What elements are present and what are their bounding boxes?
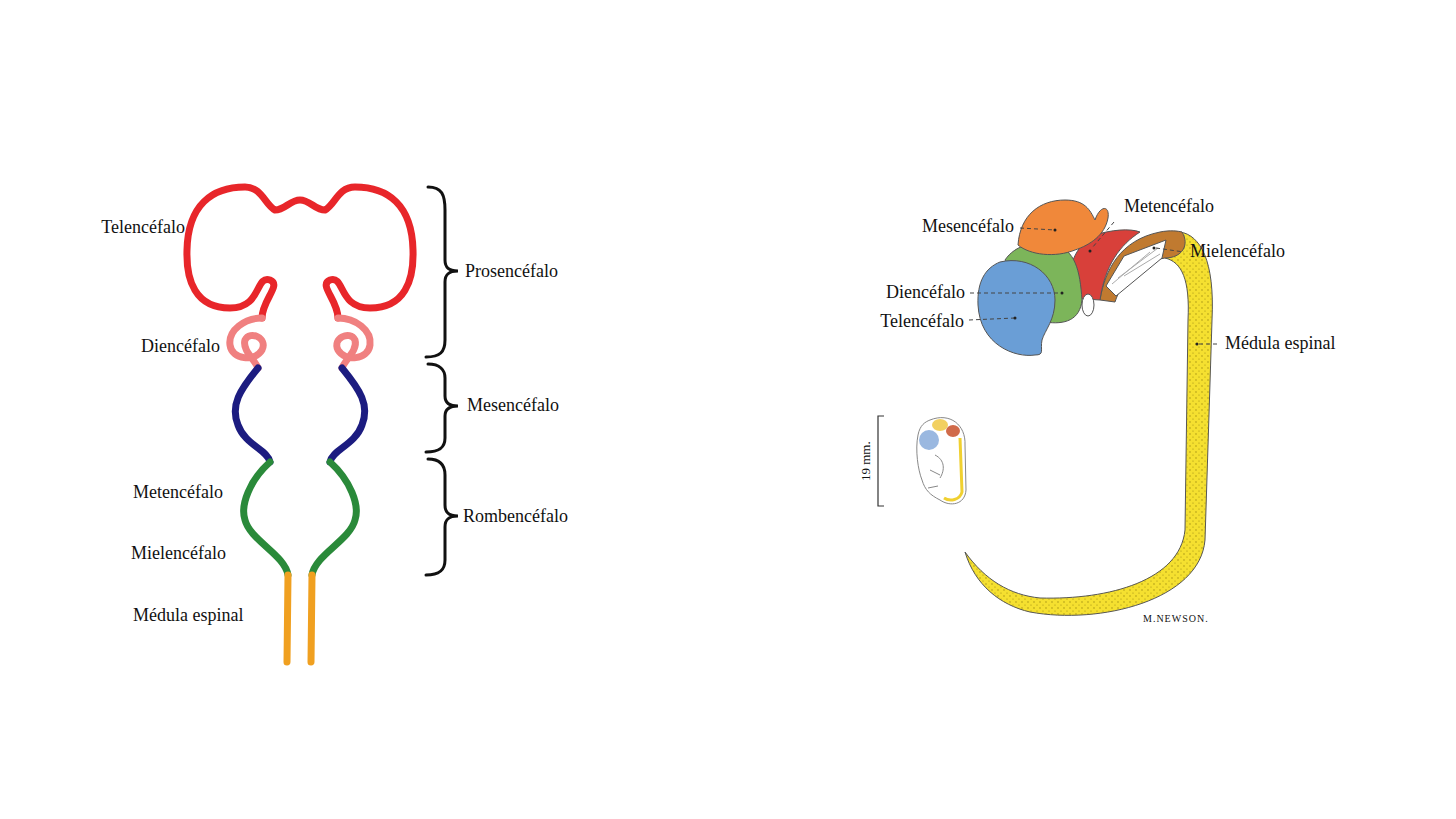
mesencephalon-outline	[330, 368, 365, 462]
rhombencephalon-outline	[312, 462, 356, 575]
leader-line	[969, 318, 1015, 320]
part-label: Diencéfalo	[886, 283, 965, 303]
part-label: Mielencéfalo	[131, 544, 226, 564]
leader-dot	[1014, 317, 1017, 320]
diencephalon-outline	[230, 318, 263, 368]
small-embryo	[917, 418, 966, 504]
texture-stroke	[1118, 248, 1158, 278]
region-label: Prosencéfalo	[465, 262, 558, 282]
embryo-outline	[917, 418, 966, 504]
leader-line	[1092, 222, 1114, 248]
rhombencephalon-outline	[244, 462, 288, 575]
part-label: Médula espinal	[1225, 334, 1335, 354]
curly-bracket	[426, 187, 458, 357]
signature: M.NEWSON.	[1143, 613, 1209, 624]
curly-bracket	[426, 459, 458, 575]
embryo-forebrain	[919, 430, 939, 450]
leader-dot	[1054, 229, 1057, 232]
part-label: Diencéfalo	[141, 337, 220, 357]
curly-bracket	[426, 364, 458, 452]
scale-bar	[878, 416, 884, 506]
spinal-cord-outline	[311, 575, 312, 662]
leader-line	[1156, 248, 1184, 252]
embryo-midbrain	[932, 419, 948, 431]
leader-line	[1199, 344, 1220, 345]
region-label: Rombencéfalo	[463, 507, 568, 527]
embryo-brain	[965, 200, 1212, 615]
embryo-limbs	[928, 455, 943, 488]
texture-stroke	[1124, 254, 1160, 276]
part-label: Mesencéfalo	[922, 217, 1014, 237]
part-label: Telencéfalo	[880, 312, 964, 332]
part-label: Telencéfalo	[101, 218, 185, 238]
region-label: Mesencéfalo	[467, 396, 559, 416]
part-label: Metencéfalo	[1124, 197, 1214, 217]
roof-texture	[1112, 248, 1160, 284]
leader-dot	[1061, 292, 1064, 295]
leader-dots	[1014, 229, 1199, 346]
neural-tube	[187, 187, 413, 662]
leader-dot	[1153, 247, 1156, 250]
mesencephalon	[1018, 200, 1108, 255]
leader-lines	[969, 222, 1220, 344]
part-label: Médula espinal	[133, 606, 243, 626]
diencephalon-outline	[337, 318, 370, 368]
mesencephalon-outline	[235, 368, 270, 462]
leader-dot	[1196, 343, 1199, 346]
part-label: Metencéfalo	[133, 483, 223, 503]
scale-label: 19 mm.	[859, 441, 873, 481]
leader-line	[1020, 228, 1055, 230]
scale-line	[878, 416, 884, 506]
brackets	[426, 187, 458, 575]
embryo-hindbrain	[946, 425, 960, 437]
leader-line	[970, 293, 1062, 294]
spinal-cord-outline	[287, 575, 288, 662]
flexure-gap	[1082, 294, 1094, 316]
telencephalon	[978, 261, 1055, 356]
leader-dot	[1089, 250, 1092, 253]
embryo-spinal-cord	[944, 438, 962, 500]
telencephalon-outline	[187, 187, 413, 318]
part-label: Mielencéfalo	[1190, 242, 1285, 262]
